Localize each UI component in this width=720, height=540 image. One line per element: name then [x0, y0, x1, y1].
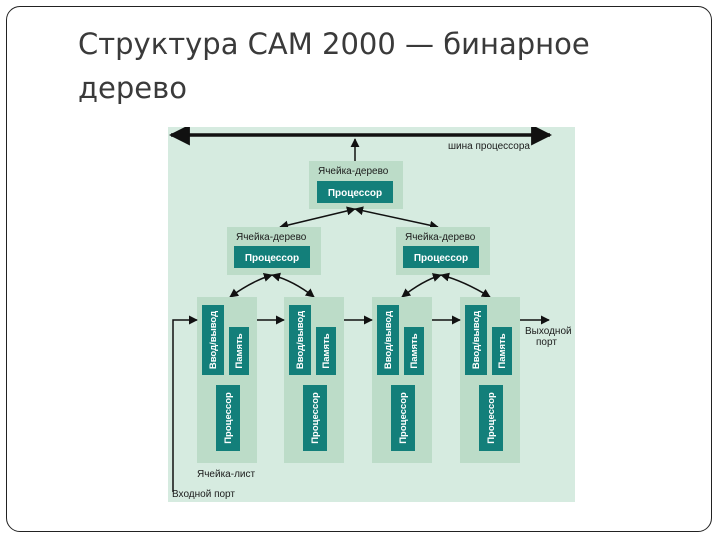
- processor-label: Процессор: [223, 392, 234, 444]
- tree-cell-right: Ячейка-дерево Процессор: [396, 227, 490, 275]
- slide-title: Структура CAM 2000 — бинарное дерево: [78, 27, 590, 105]
- io-label: Ввод/вывод: [471, 311, 482, 369]
- link-right-leaf3: [401, 273, 442, 298]
- processor-box: [479, 385, 503, 451]
- io-box: [202, 305, 224, 375]
- processor-box: [317, 181, 393, 203]
- processor-box: [216, 385, 240, 451]
- memory-box: [492, 327, 512, 375]
- slide-frame: [6, 6, 712, 532]
- memory-box: [229, 327, 249, 375]
- processor-label: Процессор: [245, 253, 299, 264]
- processor-box: [403, 246, 479, 268]
- link-root-right: [354, 206, 439, 230]
- input-port-line: [172, 315, 198, 492]
- tree-cell-label: Ячейка-дерево: [236, 232, 307, 243]
- tree-cell-label: Ячейка-дерево: [405, 232, 476, 243]
- processor-label: Процессор: [486, 392, 497, 444]
- link-left-leaf2: [271, 272, 315, 298]
- leaf-cell-1: Ввод/вывод Память Процессор: [197, 297, 257, 463]
- io-label: Ввод/вывод: [295, 311, 306, 369]
- memory-label: Память: [497, 333, 508, 368]
- tree-cell-left: Ячейка-дерево Процессор: [227, 227, 321, 275]
- cam2000-tree-diagram: шина процессора Ячейка-дерево Процессор …: [168, 127, 575, 502]
- processor-box: [303, 385, 327, 451]
- io-box: [465, 305, 487, 375]
- memory-label: Память: [234, 333, 245, 368]
- memory-label: Память: [409, 333, 420, 368]
- leaf-cell-3: Ввод/вывод Память Процессор: [372, 297, 432, 463]
- memory-box: [316, 327, 336, 375]
- leaf-cell-2: Ввод/вывод Память Процессор: [284, 297, 344, 463]
- bus-label: шина процессора: [448, 141, 530, 152]
- memory-label: Память: [321, 333, 332, 368]
- tree-cell-root: Ячейка-дерево Процессор: [309, 161, 403, 209]
- output-port-label-2: порт: [536, 337, 557, 348]
- processor-box: [391, 385, 415, 451]
- io-box: [289, 305, 311, 375]
- io-label: Ввод/вывод: [208, 311, 219, 369]
- input-port-label: Входной порт: [172, 489, 235, 500]
- leaf-cell-label: Ячейка-лист: [197, 469, 255, 480]
- link-left-leaf1: [229, 273, 273, 298]
- processor-label: Процессор: [310, 392, 321, 444]
- leaf-cell-4: Ввод/вывод Память Процессор: [460, 297, 520, 463]
- io-box: [377, 305, 399, 375]
- processor-label: Процессор: [328, 188, 382, 199]
- link-root-left: [279, 206, 356, 230]
- output-port-label-1: Выходной: [525, 326, 572, 337]
- link-right-leaf4: [440, 272, 491, 298]
- io-label: Ввод/вывод: [383, 311, 394, 369]
- processor-label: Процессор: [414, 253, 468, 264]
- processor-label: Процессор: [398, 392, 409, 444]
- processor-box: [234, 246, 310, 268]
- memory-box: [404, 327, 424, 375]
- tree-cell-label: Ячейка-дерево: [318, 166, 389, 177]
